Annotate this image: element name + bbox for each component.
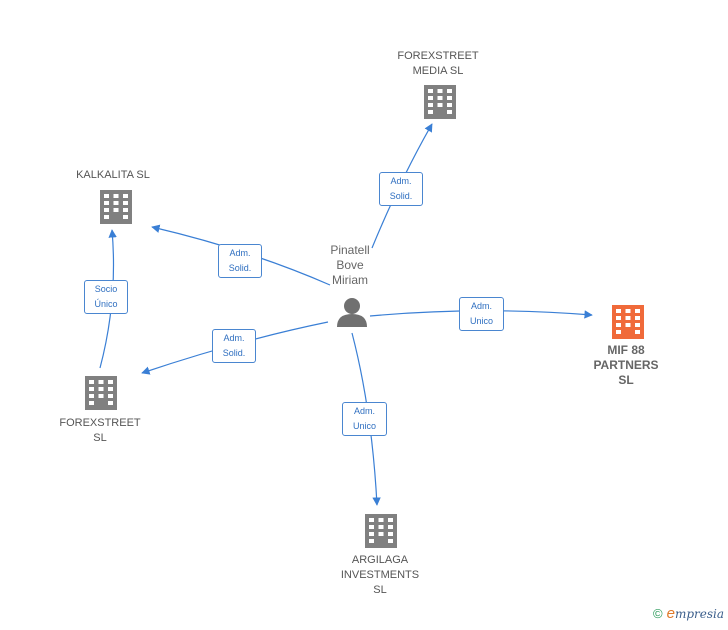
building-icon-argilaga [365,514,397,548]
company-label-kalkalita[interactable]: KALKALITA SL [76,169,150,181]
person-label[interactable]: Pinatell Bove Miriam [330,243,370,287]
building-icon-mif88 [612,305,644,339]
edge-label-forexstreet: Adm. Solid. [212,329,256,363]
company-label-forexstreet[interactable]: FOREXSTREET SL [59,417,141,444]
edge-label-mif88: Adm. Unico [459,297,504,331]
empresia-watermark: ©empresia [653,605,724,622]
company-label-forexstreet-media[interactable]: FOREXSTREET MEDIA SL [397,50,479,77]
copyright-icon: © [653,606,663,621]
company-label-mif88[interactable]: MIF 88 PARTNERS SL [593,343,659,387]
brand-logo-initial: e [666,605,675,622]
building-icon-forexstreet-media [424,85,456,119]
brand-logo-text: mpresia [674,607,724,621]
edge-label-forexstreet-media: Adm. Solid. [379,172,423,206]
edge-label-forexstreet-kalkalita: Socio Único [84,280,128,314]
building-icon-forexstreet [85,376,117,410]
person-icon [337,298,367,327]
building-icon-kalkalita [100,190,132,224]
edge-label-kalkalita: Adm. Solid. [218,244,262,278]
edge-label-argilaga: Adm. Unico [342,402,387,436]
company-label-argilaga[interactable]: ARGILAGA INVESTMENTS SL [340,554,420,596]
